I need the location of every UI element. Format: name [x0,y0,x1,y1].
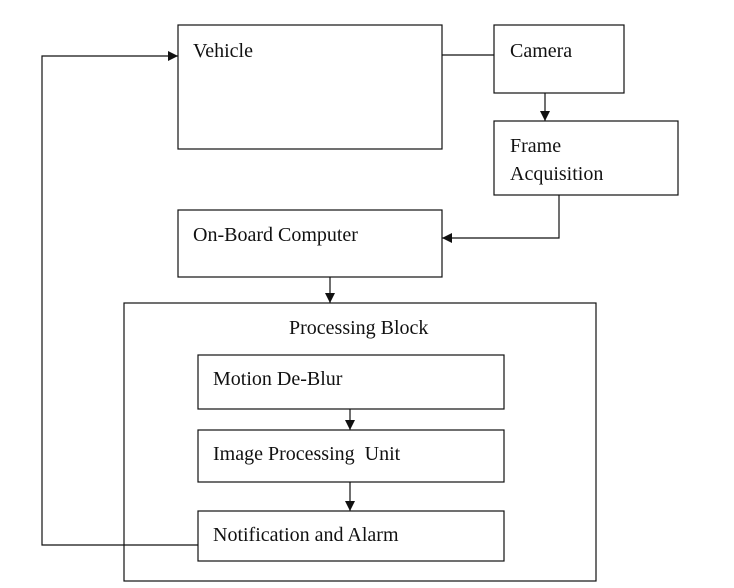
node-motion-deblur-label: Motion De-Blur [213,368,343,390]
node-camera-label: Camera [510,40,572,62]
node-onboard-computer: On-Board Computer [177,209,443,278]
node-frame-acquisition-line1: Frame [510,135,561,157]
node-frame-acquisition: Frame Acquisition [493,120,679,196]
node-notification-alarm: Notification and Alarm [197,510,505,562]
edge-notification-alarm-vehicle [41,51,198,546]
node-frame-acquisition-line2: Acquisition [510,163,603,185]
node-camera: Camera [493,24,625,94]
edge-frame-acquisition-onboard-computer [442,195,560,243]
node-image-processing-unit-label: Image Processing Unit [213,443,401,465]
node-vehicle-label: Vehicle [193,40,253,62]
node-vehicle: Vehicle [177,24,443,150]
node-motion-deblur: Motion De-Blur [197,354,505,410]
node-processing-block-label: Processing Block [289,317,428,339]
node-notification-alarm-label: Notification and Alarm [213,524,399,546]
node-onboard-computer-label: On-Board Computer [193,224,358,246]
node-image-processing-unit: Image Processing Unit [197,429,505,483]
